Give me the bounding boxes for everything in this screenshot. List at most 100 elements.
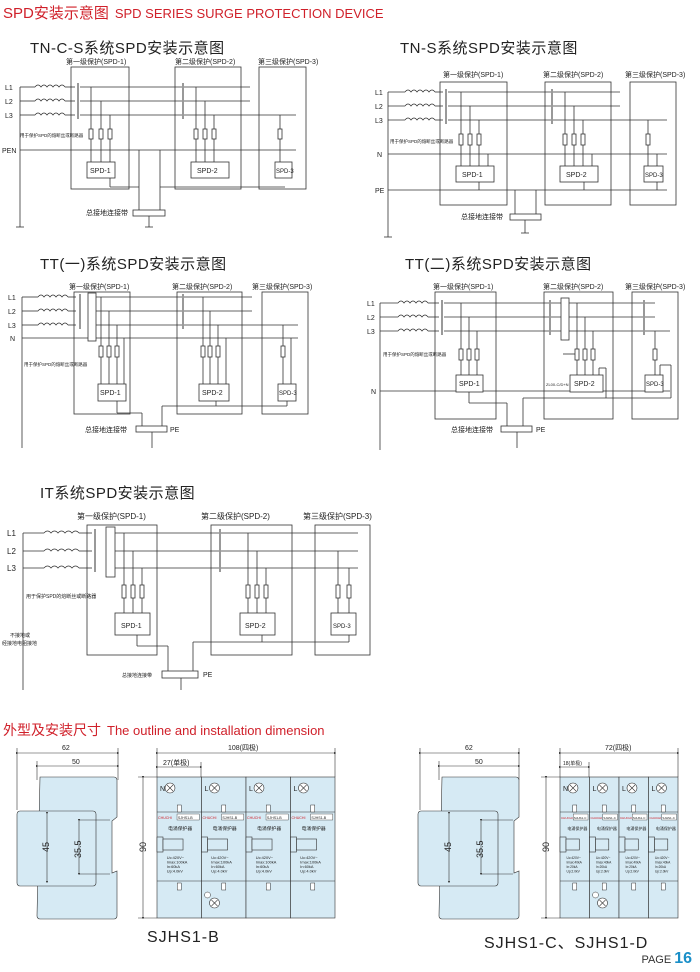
svg-text:PE: PE (203, 672, 213, 679)
diagram-title-tt1: TT(一)系统SPD安装示意图 (40, 256, 227, 273)
spec-line: Imax:100kA (300, 860, 321, 865)
svg-text:L3: L3 (7, 564, 16, 573)
brand-label: CHUCHI (620, 816, 632, 820)
l3-label: L3 (5, 113, 13, 120)
dimension-title-en: The outline and installation dimension (107, 723, 325, 738)
pen-label: PEN (2, 148, 16, 155)
pole-label: L (622, 786, 626, 793)
spec-line: Uc:420V~ (596, 856, 610, 860)
fuse-label: 用于保护SPD的熔断丝或断路器 (20, 132, 84, 139)
svg-text:第三级保护(SPD-3): 第三级保护(SPD-3) (625, 282, 685, 291)
svg-text:总接地连接带: 总接地连接带 (461, 212, 503, 221)
l1-label: L1 (5, 85, 13, 92)
svg-text:L1: L1 (375, 90, 383, 97)
svg-text:SPD-3: SPD-3 (646, 382, 664, 388)
device-name: 电涌保护器 (213, 825, 237, 832)
model-badge: SJHS1-B (178, 816, 193, 820)
spec-line: Uc:420V~ (566, 856, 580, 860)
handle-icon (589, 836, 596, 853)
stage1-label: 第一级保护(SPD-1) (66, 57, 126, 66)
device-name: 电涌保护器 (597, 825, 617, 831)
spec-line: Uc:420V~ (167, 855, 185, 860)
handle-icon (618, 836, 626, 853)
svg-text:35.5: 35.5 (475, 840, 485, 858)
svg-text:第三级保护(SPD-3): 第三级保护(SPD-3) (252, 282, 312, 291)
svg-text:SPD-3: SPD-3 (333, 624, 351, 630)
spd2-label: SPD-2 (197, 168, 218, 175)
spec-line: Up:2.0kV (596, 870, 610, 874)
svg-text:SPD-1: SPD-1 (462, 172, 483, 179)
svg-text:62: 62 (465, 745, 473, 752)
spec-line: In:60kA (211, 864, 225, 869)
spec-line: Up:2.0kV (625, 870, 639, 874)
svg-text:PE: PE (170, 427, 180, 434)
spec-line: In:20kA (566, 865, 578, 869)
brand-label: CHUCHI (650, 816, 662, 820)
pole-label: N (160, 786, 165, 793)
stage3-label: 第三级保护(SPD-3) (258, 57, 318, 66)
svg-text:L2: L2 (7, 547, 16, 556)
svg-text:第三级保护(SPD-3): 第三级保护(SPD-3) (625, 70, 685, 79)
svg-text:SPD-3: SPD-3 (645, 173, 663, 179)
handle-icon (245, 836, 253, 853)
pole-label: L (249, 786, 253, 793)
svg-text:N: N (371, 389, 376, 396)
svg-text:PE: PE (375, 188, 385, 195)
diagram-title-it: IT系统SPD安装示意图 (40, 485, 196, 502)
handle-icon (648, 836, 655, 853)
spec-line: In:60kA (167, 864, 181, 869)
svg-text:50: 50 (475, 759, 483, 766)
svg-text:L3: L3 (367, 329, 375, 336)
svg-text:L1: L1 (367, 301, 375, 308)
svg-text:SPD-2: SPD-2 (574, 381, 595, 388)
spec-line: Up:2.0kV (566, 870, 580, 874)
pole-label: L (593, 786, 597, 793)
spec-line: Imax:40kA (625, 861, 641, 865)
diagram-tt2: 第一级保护(SPD-1) 第二级保护(SPD-2) 第三级保护(SPD-3) L… (367, 282, 685, 450)
svg-text:62: 62 (62, 745, 70, 752)
model-sjhs1-cd: SJHS1-C、SJHS1-D (484, 935, 649, 952)
spec-line: Imax:100kA (167, 860, 188, 865)
model-badge: SJHS1-C (633, 816, 646, 820)
brand-label: CHUCHI (158, 816, 172, 820)
svg-text:SPD-2: SPD-2 (202, 390, 223, 397)
svg-text:第二级保护(SPD-2): 第二级保护(SPD-2) (172, 282, 232, 291)
model-badge: SJHS1-C (662, 816, 675, 820)
svg-text:用于保护SPD的熔断丝或断路器: 用于保护SPD的熔断丝或断路器 (390, 138, 454, 145)
diagram-title-tncs: TN-C-S系统SPD安装示意图 (30, 40, 225, 57)
rcd-box (87, 292, 97, 342)
spec-line: Imax:40kA (566, 861, 582, 865)
handle-icon (290, 836, 297, 853)
svg-text:50: 50 (72, 759, 80, 766)
brand-label: CHUCHI (292, 816, 306, 820)
svg-text:第一级保护(SPD-1): 第一级保护(SPD-1) (77, 511, 146, 521)
svg-text:SPD-1: SPD-1 (100, 390, 121, 397)
spec-line: Up:4.0kV (300, 869, 316, 874)
spec-line: Imax:40kA (596, 861, 612, 865)
svg-text:SPD-2: SPD-2 (245, 623, 266, 630)
ground-symbol-icon (592, 891, 599, 899)
svg-text:N: N (377, 152, 382, 159)
header-title-cn: SPD安装示意图 (3, 5, 109, 22)
brand-label: CHUCHI (591, 816, 603, 820)
model-badge: SJHS1-B (222, 816, 237, 820)
device-name: 电涌保护器 (168, 825, 192, 832)
svg-text:SPD-3: SPD-3 (279, 391, 297, 397)
device-pole: N CHUCHI SJHS1-B 电涌保护器 Uc:420V~Imax:100kAIn:… (156, 776, 202, 919)
svg-text:第二级保护(SPD-2): 第二级保护(SPD-2) (543, 70, 603, 79)
svg-text:用于保护SPD的熔断丝或断路器: 用于保护SPD的熔断丝或断路器 (24, 361, 88, 368)
svg-text:第一级保护(SPD-1): 第一级保护(SPD-1) (433, 282, 493, 291)
brand-label: CHUCHI (247, 816, 261, 820)
model-badge: SJHS1-B (267, 816, 282, 820)
diagram-title-tt2: TT(二)系统SPD安装示意图 (405, 256, 592, 273)
svg-text:SPD-2: SPD-2 (566, 172, 587, 179)
bus-label: 总接地连接带 (86, 208, 128, 217)
